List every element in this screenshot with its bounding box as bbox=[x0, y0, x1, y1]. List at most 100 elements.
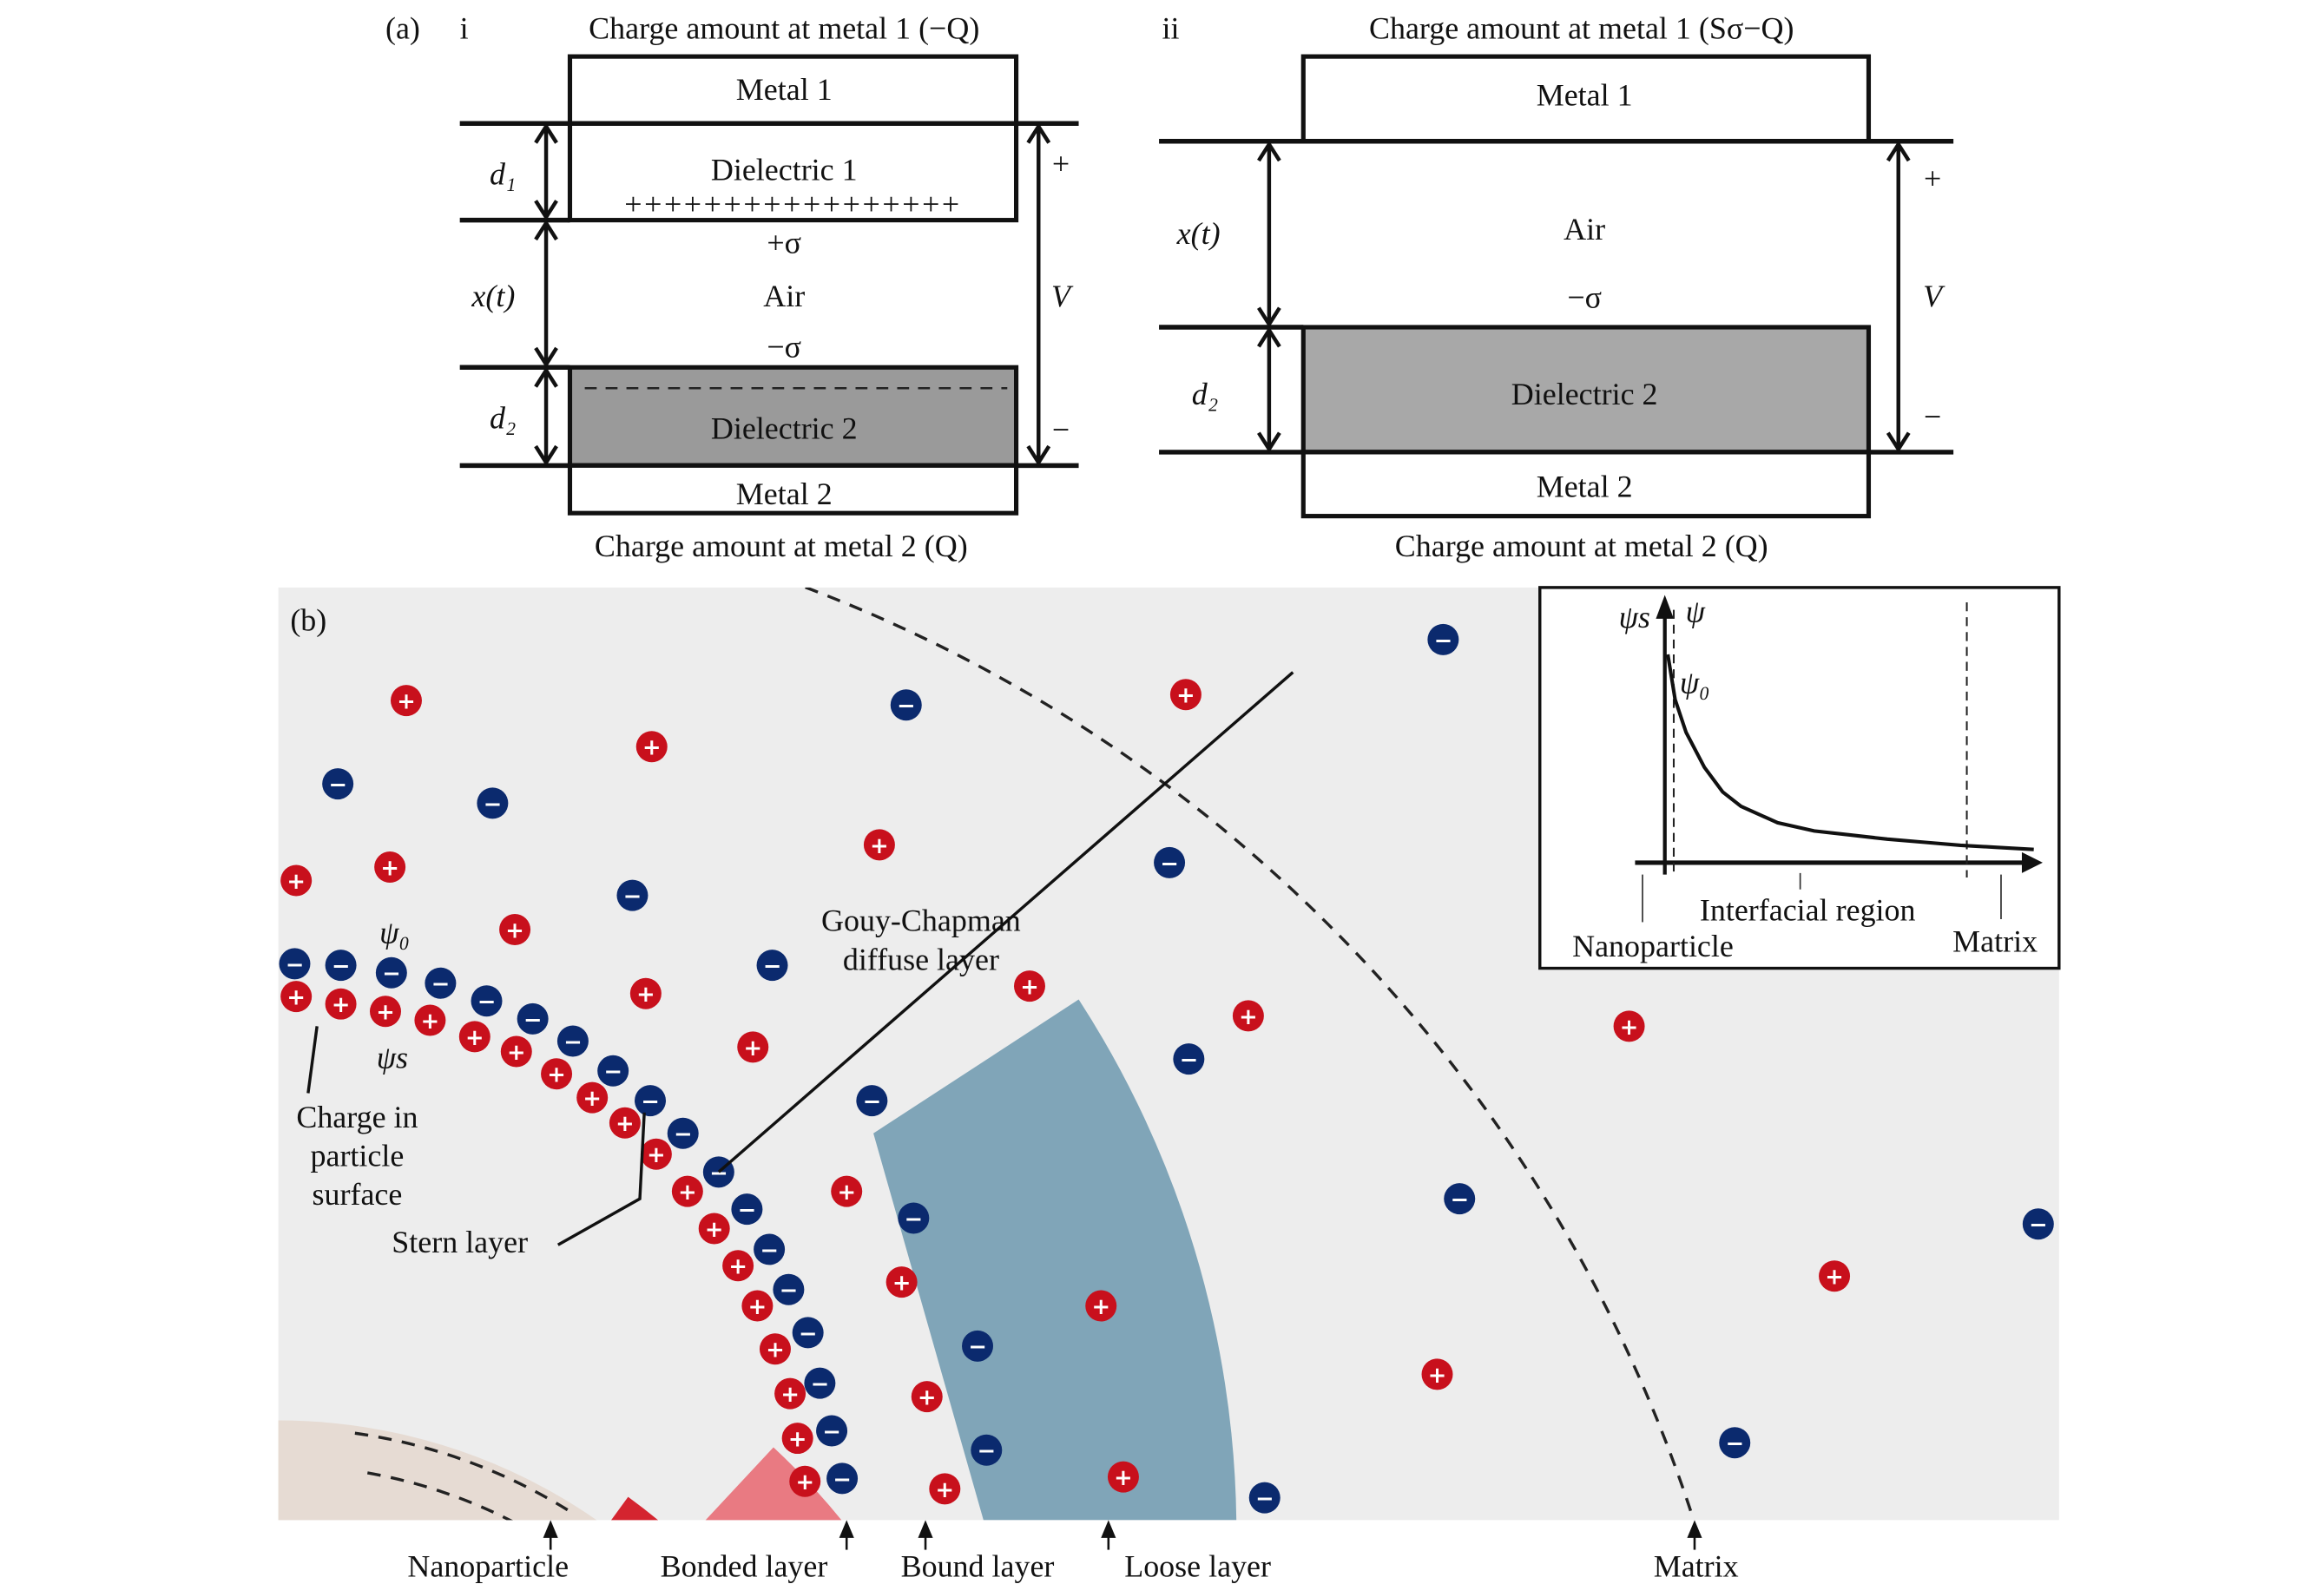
matrix-label: Matrix bbox=[1654, 1548, 1739, 1583]
cation-ion: + bbox=[325, 988, 357, 1020]
anion-ion: − bbox=[756, 950, 788, 982]
plus-sign-icon: + bbox=[748, 1294, 767, 1320]
minus-sign-icon: − bbox=[763, 954, 782, 980]
bound-layer-region bbox=[705, 1447, 842, 1521]
minus-sign-icon: − bbox=[431, 971, 451, 997]
xt-label: x(t) bbox=[1176, 216, 1221, 251]
plus-sign-icon: + bbox=[1620, 1015, 1639, 1041]
anion-ion: − bbox=[425, 967, 457, 999]
nanoparticle-core bbox=[278, 1420, 597, 1521]
cation-ion: + bbox=[374, 851, 406, 884]
gouy-line1: Gouy-Chapman bbox=[821, 904, 1021, 938]
positive-charge-row: +++++++++++++++++ bbox=[624, 187, 962, 221]
gouy-line2: diffuse layer bbox=[843, 942, 999, 976]
inset-y-arrowhead bbox=[1656, 595, 1674, 619]
anion-ion: − bbox=[754, 1233, 786, 1265]
cation-ion: + bbox=[390, 685, 422, 717]
xt-label: x(t) bbox=[471, 279, 515, 313]
cation-ion: + bbox=[280, 981, 313, 1013]
cation-ion: + bbox=[1613, 1010, 1645, 1042]
minus-sign-icon: − bbox=[905, 1206, 924, 1232]
cation-ion: + bbox=[370, 996, 401, 1028]
minus-sign-icon: − bbox=[799, 1321, 818, 1347]
cation-ion: + bbox=[789, 1465, 821, 1497]
cation-ion: + bbox=[1107, 1461, 1139, 1493]
anion-ion: − bbox=[375, 956, 407, 989]
cation-ion: + bbox=[640, 1138, 672, 1170]
xt-arrow bbox=[534, 219, 558, 368]
anion-ion: − bbox=[792, 1317, 824, 1349]
plus-sign-icon: + bbox=[647, 1142, 666, 1168]
minus-sign-icon: − bbox=[1255, 1486, 1274, 1512]
plus-sigma: +σ bbox=[767, 225, 801, 260]
cation-ion: + bbox=[576, 1081, 609, 1114]
sub-ii-label: ii bbox=[1162, 11, 1180, 46]
plus-sign-icon: + bbox=[547, 1062, 566, 1088]
sub-ii-bottom-caption: Charge amount at metal 2 (Q) bbox=[1395, 529, 1768, 563]
plus-sign-icon: + bbox=[1428, 1363, 1447, 1389]
anion-ion: − bbox=[1719, 1427, 1751, 1459]
matrix-boundary-dashed bbox=[801, 587, 1695, 1521]
panel-b-label: (b) bbox=[290, 603, 326, 638]
anion-ion: − bbox=[477, 787, 509, 819]
dielectric2-label: Dielectric 2 bbox=[711, 411, 858, 446]
voltage-arrow bbox=[1886, 141, 1911, 453]
panel-b: +++−−−−+++−−+−+++++−−+−++−+−++−−++−−−−−−… bbox=[278, 586, 2061, 1583]
dielectric1-label: Dielectric 1 bbox=[711, 152, 858, 187]
inset-matrix-label: Matrix bbox=[1952, 924, 2038, 959]
anion-ion: − bbox=[816, 1415, 848, 1447]
loose-pointer: Loose layer bbox=[1101, 1520, 1271, 1583]
minus-sign-icon: − bbox=[484, 792, 503, 818]
cation-ion: + bbox=[629, 977, 662, 1009]
inset-chart: ψs ψ ψ₀ Interfacial region Nanoparticle … bbox=[1538, 586, 2061, 970]
minus-sign-icon: − bbox=[738, 1198, 757, 1224]
minus-terminal: − bbox=[1924, 399, 1941, 434]
anion-ion: − bbox=[325, 950, 357, 982]
sub-ii-top-caption: Charge amount at metal 1 (Sσ−Q) bbox=[1369, 11, 1794, 46]
psis-label: ψs bbox=[377, 1040, 408, 1075]
cation-ion: + bbox=[414, 1004, 446, 1036]
cation-ion: + bbox=[458, 1021, 490, 1053]
plus-sign-icon: + bbox=[870, 833, 889, 859]
minus-sign-icon: − bbox=[1160, 851, 1179, 877]
metal2-box bbox=[567, 463, 1019, 516]
minus-sign-icon: − bbox=[978, 1438, 997, 1464]
minus-sign-icon: − bbox=[2029, 1213, 2048, 1239]
plus-sign-icon: + bbox=[728, 1254, 747, 1280]
anion-ion: − bbox=[616, 879, 648, 911]
anion-ion: − bbox=[517, 1002, 549, 1035]
anion-ion: − bbox=[773, 1273, 805, 1305]
bottom-labels: Nanoparticle Bonded layer Bound layer Lo… bbox=[407, 1520, 1739, 1583]
bound-layer-label: Bound layer bbox=[901, 1548, 1055, 1583]
minus-sign-icon: − bbox=[968, 1334, 987, 1360]
cation-ion: + bbox=[885, 1266, 918, 1298]
plus-sign-icon: + bbox=[421, 1009, 440, 1035]
plus-sign-icon: + bbox=[837, 1180, 856, 1206]
minus-sign-icon: − bbox=[780, 1278, 799, 1304]
cation-ion: + bbox=[635, 731, 668, 763]
metal1-label: Metal 1 bbox=[1537, 78, 1633, 113]
minus-sign-icon: − bbox=[328, 772, 347, 799]
anion-ion: − bbox=[804, 1367, 836, 1399]
inset-potential-curve bbox=[1666, 654, 2034, 851]
anion-ion: − bbox=[856, 1085, 888, 1117]
cation-ion: + bbox=[831, 1175, 863, 1207]
plus-sign-icon: + bbox=[397, 689, 416, 715]
anion-ion: − bbox=[1444, 1183, 1476, 1215]
cation-ion: + bbox=[1085, 1290, 1117, 1322]
anion-ion: − bbox=[1248, 1482, 1281, 1514]
minus-sign-icon: − bbox=[563, 1029, 583, 1055]
plus-sign-icon: + bbox=[507, 1040, 526, 1066]
d2-label: d₂ bbox=[1192, 377, 1219, 411]
minus-terminal: − bbox=[1052, 412, 1070, 447]
charge-surface-line3: surface bbox=[313, 1177, 403, 1212]
minus-sign-icon: − bbox=[641, 1089, 660, 1115]
minus-sign-icon: − bbox=[1434, 628, 1453, 654]
plus-sign-icon: + bbox=[505, 917, 524, 943]
loose-layer-region bbox=[873, 999, 1237, 1521]
charge-surface-leader bbox=[306, 1026, 319, 1094]
minus-sigma: −σ bbox=[1567, 280, 1602, 315]
cation-ion: + bbox=[1232, 1000, 1264, 1032]
sub-i-bottom-caption: Charge amount at metal 2 (Q) bbox=[595, 529, 968, 563]
minus-sign-icon: − bbox=[674, 1121, 693, 1147]
